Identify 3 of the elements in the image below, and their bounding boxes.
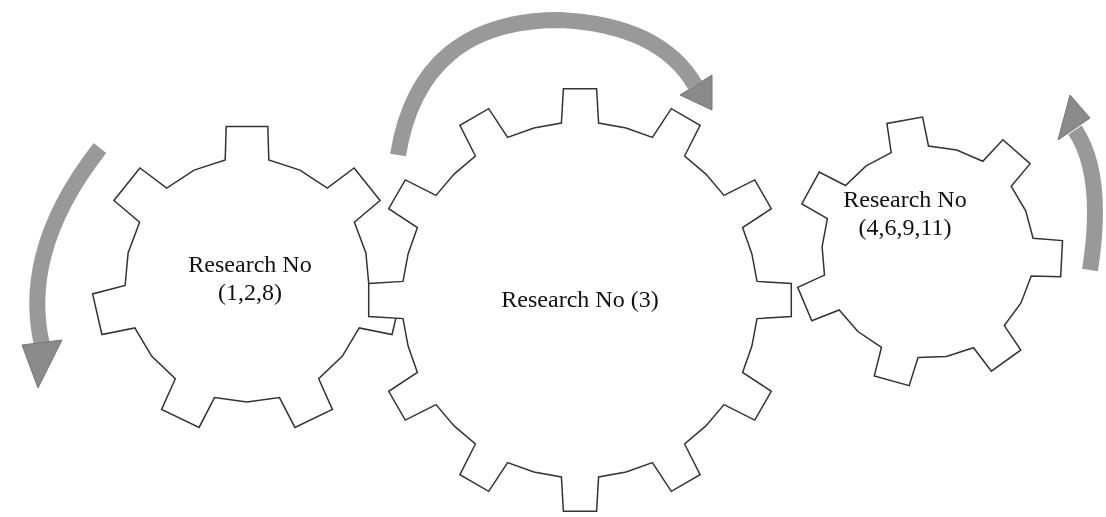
gear-label: Research No (3) [500, 285, 660, 313]
gear-label: Research No (4,6,9,11) [842, 185, 968, 241]
gear-label: Research No (1,2,8) [187, 250, 313, 306]
